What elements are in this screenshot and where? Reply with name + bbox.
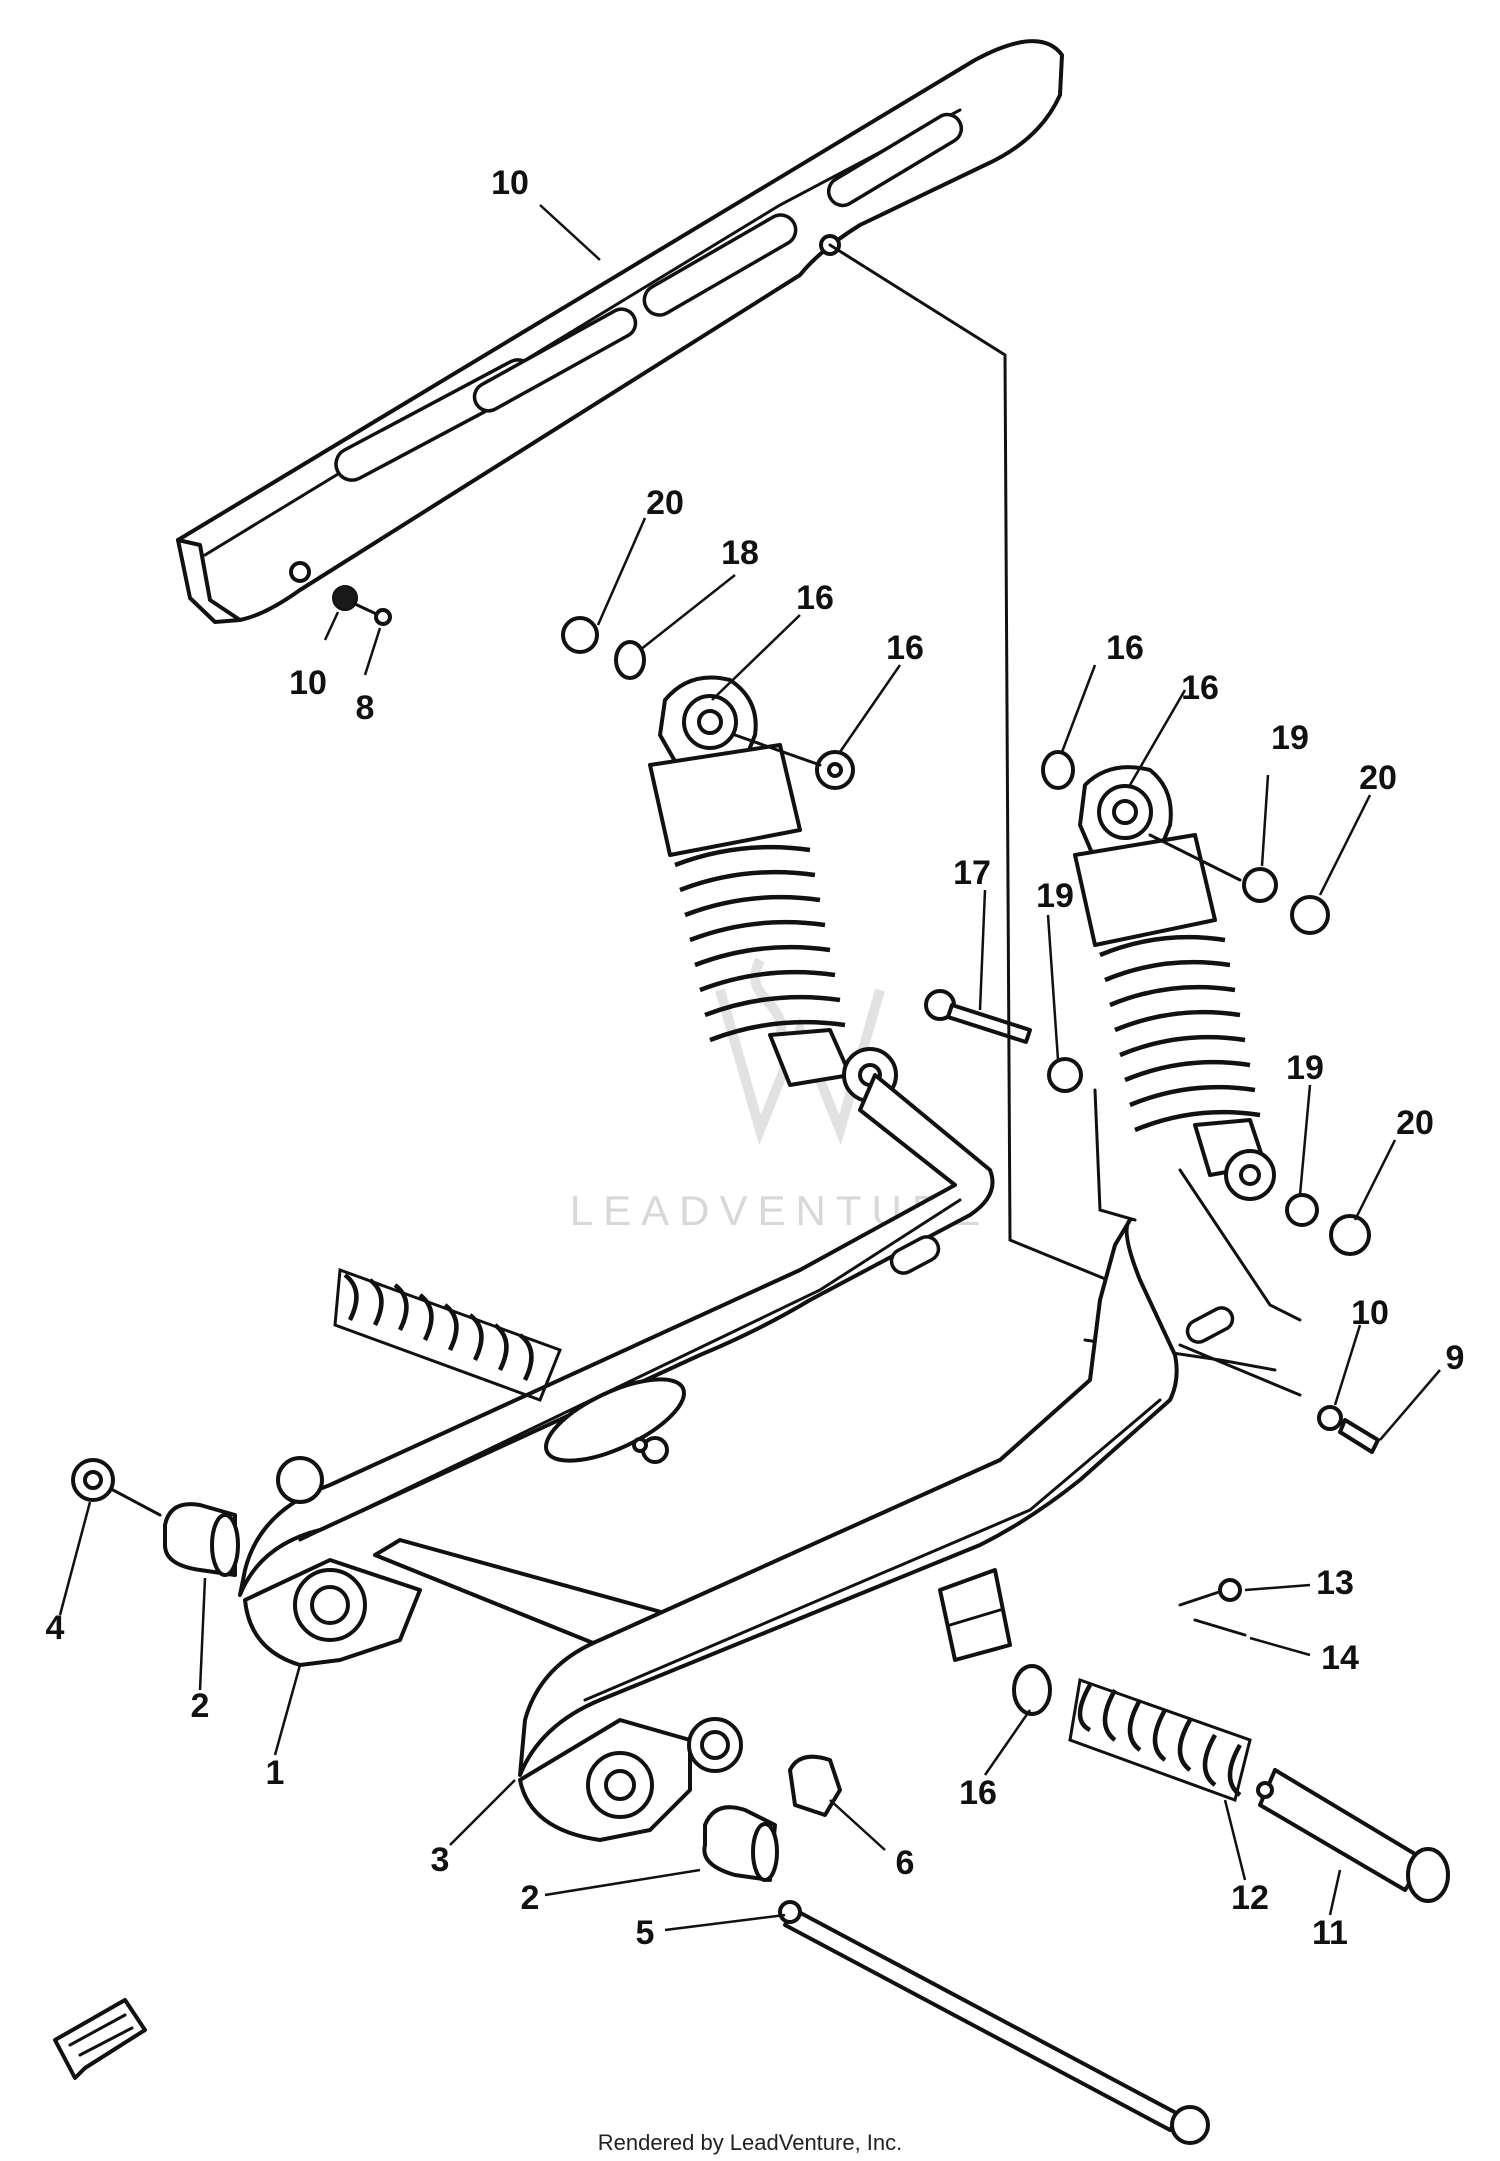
washer-19-right-top [1242,867,1278,903]
right-footrest [1012,1664,1450,1903]
left-footrest [276,1267,562,1504]
callout-3: 3 [431,1841,450,1879]
bolt-9-right [1338,1418,1380,1454]
front-arrow-icon [53,1998,147,2080]
callout-8: 8 [356,689,375,727]
callout-20-right-low: 20 [1396,1104,1434,1142]
left-shock-absorber [648,675,898,1103]
callout-6: 6 [896,1844,915,1882]
callout-20-right-top: 20 [1359,759,1397,797]
callout-13: 13 [1316,1564,1354,1602]
washer-19-right-low [1285,1193,1319,1227]
callout-9-right: 9 [1446,1339,1465,1377]
callout-7: 10 [491,164,529,202]
callout-11: 11 [1312,1914,1348,1952]
callout-12: 12 [1231,1879,1269,1917]
callout-4: 4 [46,1609,65,1647]
callout-10-top: 10 [289,664,327,702]
bushing-6 [788,1754,842,1817]
callout-14: 14 [1321,1639,1359,1677]
nut-20-right-low [1329,1214,1371,1256]
washer-16-lower [1012,1664,1052,1716]
top-bolt-and-washer [332,585,392,626]
callout-17: 17 [953,854,991,892]
right-shock-absorber [1073,765,1276,1201]
callout-16-right-shock: 16 [1181,669,1219,707]
callout-16-right-washer: 16 [1106,629,1144,667]
washer-19-right-mid [1047,1057,1083,1093]
callout-16-left-washer: 16 [886,629,924,667]
callout-16-left-shock: 16 [796,579,834,617]
callout-18-top-left: 18 [721,534,759,572]
clip-14 [1193,1618,1247,1637]
swing-arm [238,1073,995,1667]
callout-2-left: 2 [191,1687,210,1725]
washer-18-left [614,640,646,680]
bolt-17 [924,989,1032,1044]
callout-19-right-low: 19 [1286,1049,1324,1087]
callout-5: 5 [636,1914,655,1952]
footer-credit: Rendered by LeadVenture, Inc. [598,2130,903,2155]
swing-arm-right [518,1218,1235,1842]
washer-18-right [1041,750,1075,790]
nut-20-right-top [1290,895,1330,935]
nut-20-left [561,616,599,654]
callout-10-right: 10 [1351,1294,1389,1332]
pin-11 [1258,1768,1427,1892]
callout-19-right-top: 19 [1271,719,1309,757]
chain-case [176,39,1064,624]
washer-10-right [1317,1405,1343,1431]
callout-19-mid: 19 [1036,877,1074,915]
callout-2-right: 2 [521,1879,540,1917]
bolt-13 [1178,1588,1227,1607]
callout-20-top-left: 20 [646,484,684,522]
callout-1: 1 [266,1754,285,1792]
pivot-shaft-5 [778,1900,1210,2145]
callout-16-lower: 16 [959,1774,997,1812]
